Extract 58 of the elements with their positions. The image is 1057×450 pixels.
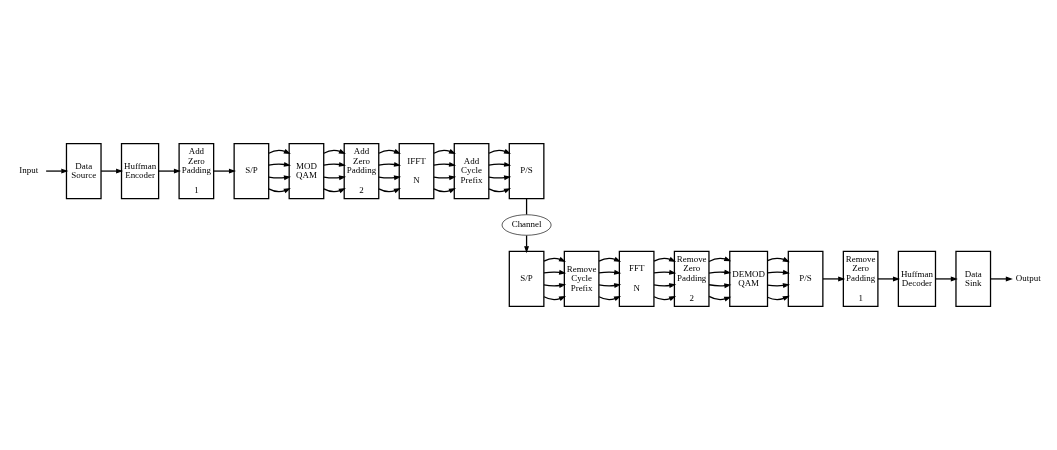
arrow	[766, 269, 790, 275]
arrow	[653, 295, 677, 302]
node-text: Output	[1015, 273, 1041, 284]
arrow	[488, 188, 511, 194]
node-box: P/S	[508, 142, 545, 200]
arrow	[433, 175, 457, 181]
node-box: IFFT N	[398, 142, 435, 200]
arrow	[877, 276, 901, 282]
node-box: Huffman Encoder	[120, 142, 160, 200]
arrow	[653, 256, 677, 262]
arrow	[598, 256, 622, 262]
arrow	[213, 168, 236, 174]
arrow	[433, 188, 456, 194]
arrow	[708, 269, 732, 275]
node-box: Remove Zero Padding 1	[842, 250, 879, 308]
arrow	[766, 295, 790, 301]
node-box: Data Sink	[955, 250, 992, 308]
arrow	[822, 276, 846, 282]
arrow	[378, 175, 402, 181]
arrow	[323, 188, 346, 194]
arrow	[323, 148, 346, 155]
node-box: Add Zero Padding 2	[343, 142, 380, 200]
node-box: S/P	[233, 142, 270, 200]
node-box: Huffman Decoder	[897, 250, 937, 308]
node-box: Add Cycle Prefix	[453, 142, 490, 200]
arrow	[708, 295, 732, 302]
arrow	[990, 276, 1013, 282]
arrow	[268, 175, 291, 181]
arrow	[488, 175, 512, 181]
node-box: Remove Zero Padding 2	[673, 250, 710, 308]
arrow	[598, 269, 622, 275]
arrow	[488, 148, 511, 155]
arrow	[433, 148, 456, 155]
node-box: Data Source	[65, 142, 102, 200]
arrow	[708, 256, 732, 263]
arrow	[158, 168, 181, 174]
arrow	[323, 175, 347, 181]
arrow	[543, 269, 567, 275]
node-box: FFT N	[618, 250, 655, 308]
node-text: Input	[19, 165, 39, 176]
arrow	[598, 295, 622, 302]
arrow	[268, 188, 291, 194]
arrow	[45, 168, 69, 174]
node-ellipse: Channel	[501, 214, 552, 236]
node-box: MOD QAM	[288, 142, 325, 200]
node-box: S/P	[508, 250, 545, 308]
arrow	[935, 276, 958, 282]
arrow	[378, 188, 401, 194]
node-box: P/S	[787, 250, 824, 308]
node-box: Add Zero Padding 1	[178, 142, 215, 200]
node-box: Remove Cycle Prefix	[563, 250, 600, 308]
arrow	[378, 148, 401, 155]
arrow	[268, 148, 291, 155]
arrow	[100, 168, 124, 174]
arrow	[543, 295, 567, 302]
arrow	[653, 269, 677, 275]
arrow	[543, 256, 567, 262]
node-box: DEMOD QAM	[729, 250, 769, 308]
